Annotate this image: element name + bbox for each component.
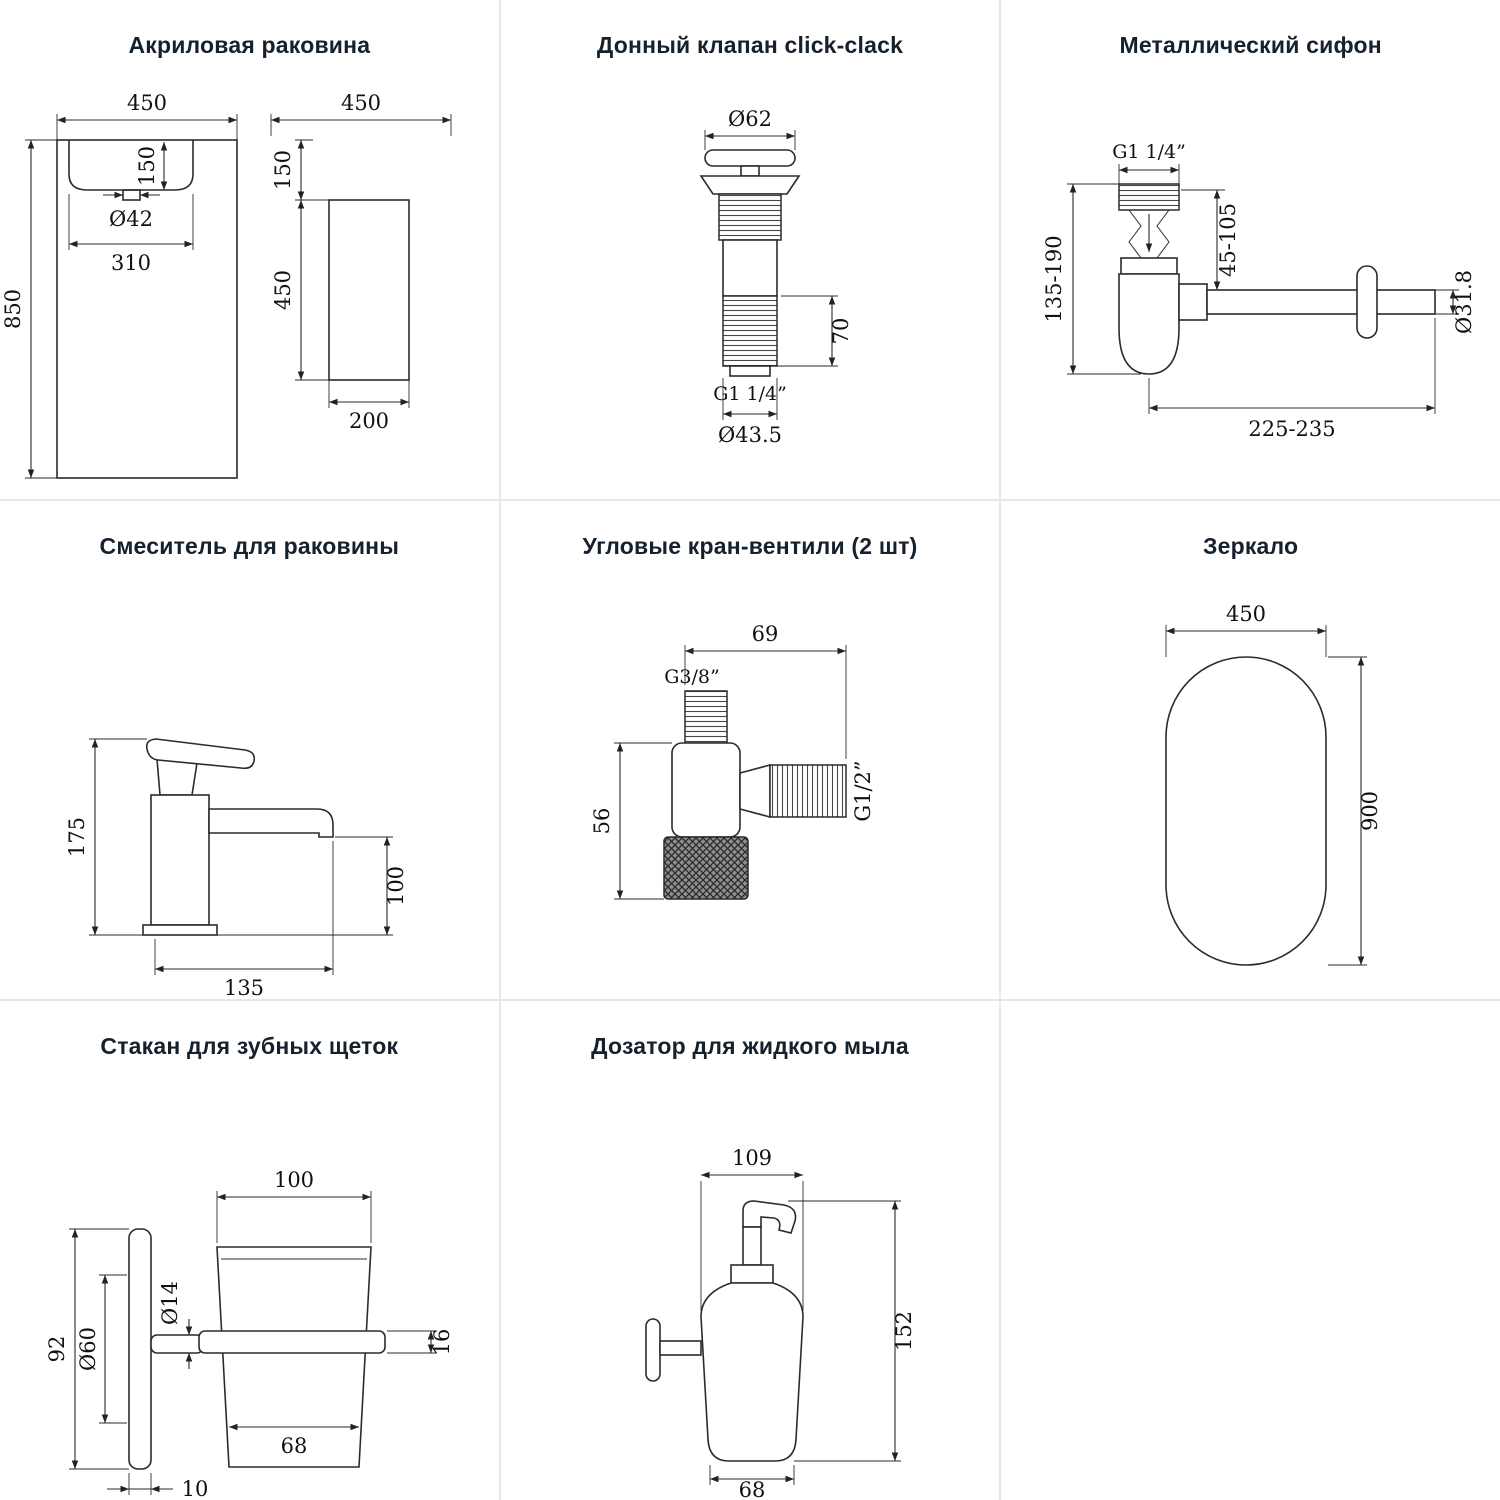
panel-drain-valve: Донный клапан click-clack Ø62 [500,0,1000,499]
panel-siphon: Металлический сифон G1 1/4” [1001,0,1500,499]
dim-height: 92 [45,1336,69,1363]
mirror-shape: 450 900 [1164,602,1382,966]
siphon-drawing: G1 1/4” 135-190 [1042,141,1476,441]
dim-pedestal-height: 450 [271,270,295,310]
drain-valve-drawing: Ø62 70 G1 1/4” [699,107,853,447]
panel-title: Дозатор для жидкого мыла [591,1033,909,1060]
panel-soap-dispenser: Дозатор для жидкого мыла 109 [500,1001,1000,1500]
dim-plate-thickness: 10 [182,1477,209,1499]
faucet-drawing: 175 100 135 [65,737,408,999]
panel-cup-holder: Стакан для зубных щеток 100 [0,1001,499,1500]
panel-angle-valves: Угловые кран-вентили (2 шт) 69 G3/8” G1/… [500,500,1000,1000]
mirror-drawing: 450 900 [1164,602,1382,966]
dim-body-diameter: Ø43.5 [718,423,782,447]
panel-title: Металлический сифон [1119,32,1382,58]
dim-length-range: 225-235 [1248,417,1335,441]
label-thread-size: G1 1/4” [713,383,787,405]
dim-ring-height: 16 [430,1329,454,1356]
panel-title: Стакан для зубных щеток [100,1033,399,1060]
angle-valve-drawing: 69 G3/8” G1/2” 56 [590,622,875,900]
label-inlet-thread: G3/8” [664,666,719,688]
cup-holder-body: 100 92 Ø60 Ø14 16 [45,1168,454,1499]
sink-side-view: 450 150 450 200 [270,91,452,433]
dim-front-width: 450 [127,91,167,115]
panel-title: Смеситель для раковины [99,532,400,559]
panel-title: Зеркало [1203,532,1299,559]
dim-side-width: 450 [341,91,381,115]
dim-thread-length: 70 [829,318,853,345]
dim-width: 109 [732,1146,772,1170]
panel-title: Акриловая раковина [128,32,371,58]
dim-bottom-width: 68 [739,1478,766,1499]
dim-spout-height: 100 [384,866,408,906]
dim-height-range: 135-190 [1042,235,1066,322]
sink-drawing: 450 850 150 Ø42 310 [1,91,452,479]
panel-sink: Акриловая раковина 450 850 150 [0,0,499,499]
panel-mirror: Зеркало 450 900 [1001,500,1500,1000]
dim-inner-width: 68 [281,1434,308,1458]
dim-cap-diameter: Ø62 [728,107,772,131]
dim-cup-width: 100 [274,1168,314,1192]
drain-valve-body: Ø62 70 G1 1/4” [699,107,853,447]
dim-basin-depth: 150 [135,146,159,186]
dim-height: 850 [1,289,25,329]
soap-dispenser-drawing: 109 152 68 [645,1146,916,1499]
dim-stem-diameter: Ø14 [158,1281,182,1325]
dim-drain-diameter: Ø42 [109,207,153,231]
dim-inlet-range: 45-105 [1216,203,1240,277]
sink-front-view: 450 850 150 Ø42 310 [1,91,239,479]
dim-height: 152 [892,1311,916,1351]
dim-pipe-diameter: Ø31.8 [1452,270,1476,334]
soap-dispenser-body: 109 152 68 [645,1146,916,1499]
dim-pedestal-depth: 200 [349,409,389,433]
dim-length: 69 [752,622,779,646]
cup-holder-drawing: 100 92 Ø60 Ø14 16 [45,1168,454,1499]
panel-title: Угловые кран-вентили (2 шт) [582,532,918,559]
panel-title: Донный клапан click-clack [596,32,904,58]
dim-depth: 135 [224,976,264,999]
panel-faucet: Смеситель для раковины 175 1 [0,500,499,1000]
dim-inlet-thread: G1 1/4” [1112,141,1186,163]
siphon-body: G1 1/4” 135-190 [1042,141,1476,441]
faucet-body: 175 100 135 [65,737,408,999]
dim-basin-width: 310 [111,251,151,275]
dim-height: 900 [1358,791,1382,831]
dim-side-top-offset: 150 [271,150,295,190]
angle-valve-body: 69 G3/8” G1/2” 56 [590,622,875,900]
panel-empty [1001,1001,1500,1500]
label-outlet-thread: G1/2” [851,760,875,821]
dim-height: 56 [590,807,614,834]
dim-width: 450 [1226,602,1266,626]
dim-plate-diameter: Ø60 [76,1327,100,1371]
dim-total-height: 175 [65,817,89,857]
